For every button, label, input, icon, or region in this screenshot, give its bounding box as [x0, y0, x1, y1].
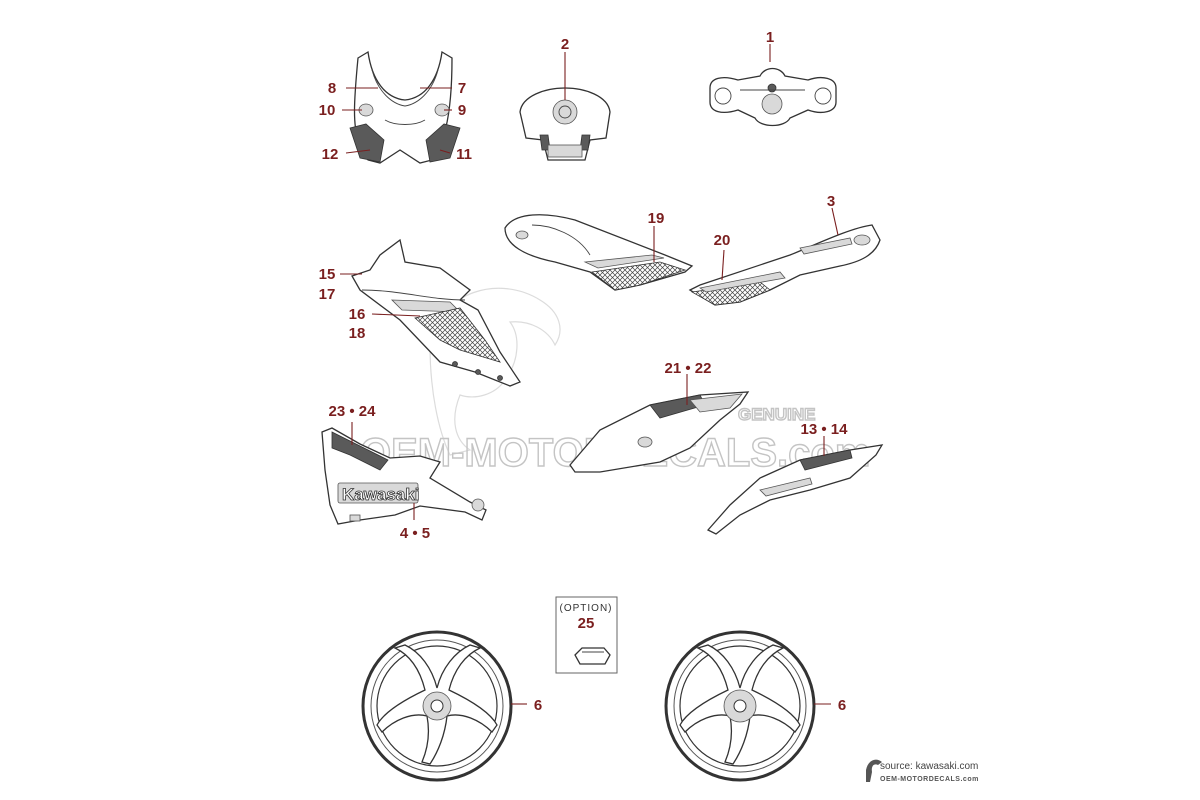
callout-2: 2	[561, 36, 569, 53]
fairing-brand-text: Kawasaki	[342, 485, 420, 504]
callout-16: 16	[349, 306, 366, 323]
part-tank-side-panel	[569, 391, 750, 473]
callout-9: 9	[458, 102, 466, 119]
callout-20: 20	[714, 232, 731, 249]
watermark-genuine-text: GENUINE	[738, 405, 815, 424]
callouts: 1 2 3 4 • 5 6 6 7 8 9 10 11 12 13 • 14 1…	[319, 29, 848, 714]
part-tail-cowl-right	[688, 224, 881, 306]
callout-4-5: 4 • 5	[400, 525, 430, 542]
part-wheel-right	[664, 630, 816, 782]
leader-lines	[340, 44, 839, 705]
part-lower-fairing: Kawasaki	[321, 427, 487, 525]
callout-6-right: 6	[838, 697, 846, 714]
callout-8: 8	[328, 80, 336, 97]
part-upper-fairing	[349, 50, 461, 164]
part-seat-cowl	[706, 444, 884, 535]
callout-11: 11	[456, 146, 472, 163]
part-wheel-left	[361, 630, 513, 782]
callout-10: 10	[319, 102, 336, 119]
callout-17: 17	[319, 286, 336, 303]
callout-1: 1	[766, 29, 774, 46]
callout-18: 18	[349, 325, 366, 342]
option-box: (OPTION)	[555, 596, 618, 674]
callout-25: 25	[578, 615, 595, 632]
option-label: (OPTION)	[560, 603, 613, 614]
footer-bird-icon	[866, 759, 882, 782]
callout-12: 12	[322, 146, 339, 163]
callout-3: 3	[827, 193, 835, 210]
callout-21-22: 21 • 22	[665, 360, 712, 377]
callout-19: 19	[648, 210, 665, 227]
callout-13-14: 13 • 14	[801, 421, 849, 438]
part-tank-top	[519, 87, 611, 161]
callout-6-left: 6	[534, 697, 542, 714]
part-triple-clamp	[709, 67, 837, 127]
footer-site-text: OEM-MOTORDECALS.com	[880, 776, 979, 783]
callout-7: 7	[458, 80, 466, 97]
footer-source: source: kawasaki.com OEM-MOTORDECALS.com	[866, 759, 979, 783]
callout-23-24: 23 • 24	[329, 403, 377, 420]
part-side-fairing-upper	[351, 238, 521, 387]
footer-source-text: source: kawasaki.com	[880, 761, 978, 772]
part-tail-cowl-left	[504, 214, 694, 291]
callout-15: 15	[319, 266, 336, 283]
